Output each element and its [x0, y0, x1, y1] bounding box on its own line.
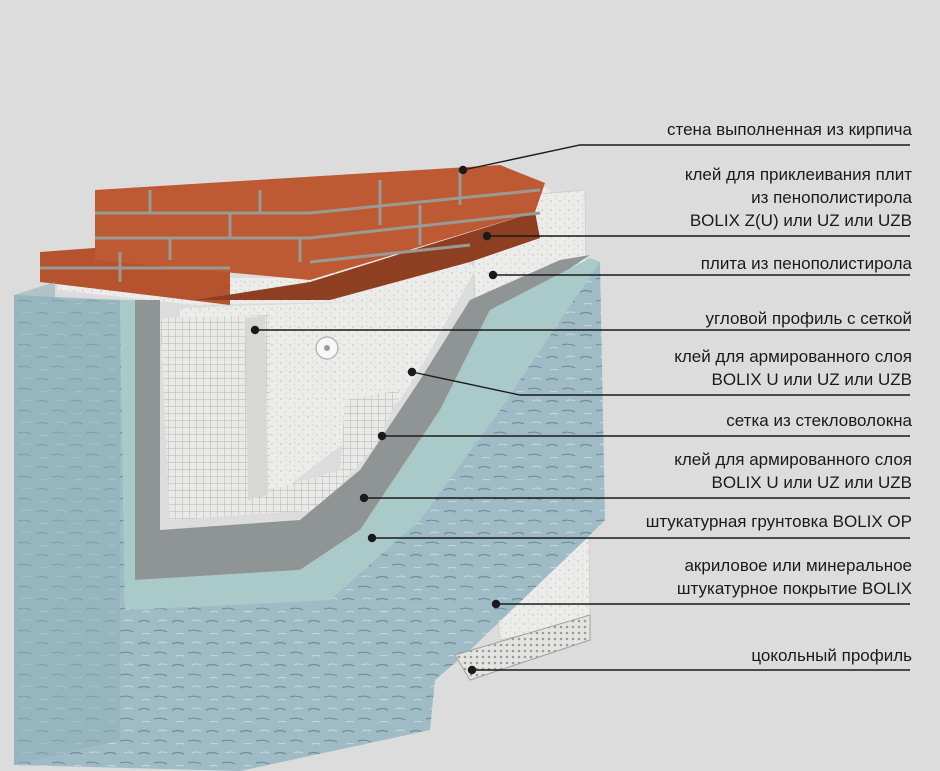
- label-corner-profile: угловой профиль с сеткой: [706, 307, 912, 330]
- label-reinforcing-adhesive-1: клей для армированного слоя BOLIX U или …: [674, 345, 912, 391]
- leader-line-render-coat: [491, 599, 910, 609]
- leader-line-reinforcing-adhesive-1: [407, 367, 910, 396]
- leader-line-base-profile: [467, 665, 910, 675]
- label-line: цокольный профиль: [751, 646, 912, 665]
- leader-line-reinforcing-adhesive-2: [359, 493, 910, 503]
- leader-line-fiberglass-mesh: [377, 431, 910, 441]
- label-plaster-primer: штукатурная грунтовка BOLIX OP: [646, 510, 912, 533]
- label-line: клей для армированного слоя: [674, 450, 912, 469]
- label-line: из пенополистирола: [751, 188, 912, 207]
- label-line: акриловое или минеральное: [684, 556, 912, 575]
- brick-wall: [40, 165, 545, 305]
- label-line: штукатурная грунтовка BOLIX OP: [645, 512, 912, 531]
- anchor-dowel-icon: [315, 336, 339, 360]
- render-left-face: [14, 282, 120, 765]
- label-brick-wall: стена выполненная из кирпича: [667, 118, 912, 141]
- label-line: BOLIX U или UZ или UZB: [711, 473, 912, 492]
- label-line: штукатурное покрытие BOLIX: [676, 579, 912, 598]
- label-line: сетка из стекловолокна: [726, 411, 912, 430]
- label-base-profile: цокольный профиль: [751, 644, 912, 667]
- label-line: клей для армированного слоя: [674, 347, 912, 366]
- leader-line-corner-profile: [250, 325, 910, 335]
- label-line: BOLIX Z(U) или UZ или UZB: [689, 211, 912, 230]
- render-coat: [14, 262, 605, 771]
- eps-top-surface: [58, 185, 560, 305]
- leader-lines: [250, 144, 910, 675]
- label-render-coat: акриловое или минеральное штукатурное по…: [677, 554, 912, 600]
- leader-line-brick-wall: [458, 144, 910, 175]
- label-eps-board: плита из пенополистирола: [701, 252, 912, 275]
- label-line: плита из пенополистирола: [700, 254, 912, 273]
- label-reinforcing-adhesive-2: клей для армированного слоя BOLIX U или …: [674, 448, 912, 494]
- leader-line-plaster-primer: [367, 533, 910, 543]
- corner-profile-mesh: [245, 316, 268, 500]
- label-line: BOLIX U или UZ или UZB: [711, 370, 912, 389]
- plaster-primer-layer: [120, 258, 600, 610]
- reinforcing-adhesive-layer: [130, 255, 590, 580]
- fiberglass-mesh: [160, 315, 400, 520]
- label-line: клей для приклеивания плит: [684, 165, 912, 184]
- base-profile: [454, 614, 591, 681]
- label-line: угловой профиль с сеткой: [705, 309, 912, 328]
- label-line: стена выполненная из кирпича: [667, 120, 912, 139]
- leader-line-eps-adhesive: [482, 231, 910, 241]
- leader-line-eps-board: [488, 270, 910, 280]
- label-eps-adhesive: клей для приклеивания плит из пенополист…: [685, 163, 912, 232]
- label-fiberglass-mesh: сетка из стекловолокна: [726, 409, 912, 432]
